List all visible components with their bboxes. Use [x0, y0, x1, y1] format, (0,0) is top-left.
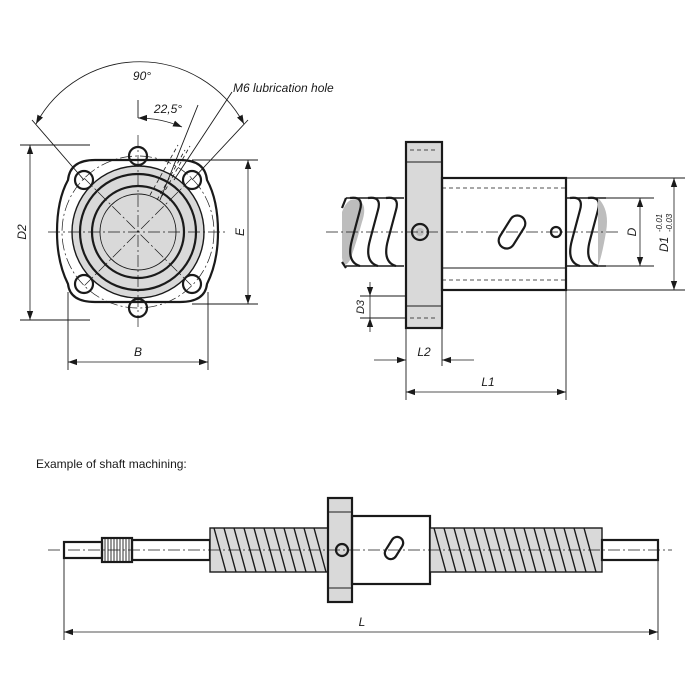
D2-label: D2	[15, 224, 29, 240]
assembly-nut-slot	[383, 535, 405, 561]
front-view: 90° 22,5° M6 lubrication hole D2 E B	[15, 61, 334, 370]
angle-22-5-label: 22,5°	[153, 102, 182, 116]
lubrication-hole-label: M6 lubrication hole	[233, 81, 334, 95]
nut-slot	[497, 214, 527, 250]
lubrication-hole-hidden	[149, 144, 191, 201]
flange-outline	[55, 158, 220, 304]
nut-body	[440, 176, 568, 292]
angle-90-label: 90°	[133, 69, 151, 83]
shaft-thread-left	[340, 196, 404, 269]
D-label: D	[625, 227, 639, 236]
D1-tol-lower: -0.03	[665, 213, 674, 232]
B-label: B	[134, 345, 142, 359]
E-label: E	[233, 227, 247, 236]
lubrication-leader	[173, 91, 233, 181]
shaft-machining-caption: Example of shaft machining:	[36, 457, 187, 471]
angle-22-5-arc	[137, 114, 183, 128]
L-label: L	[359, 615, 366, 629]
nut-flange	[406, 142, 442, 328]
D3-label: D3	[355, 299, 367, 314]
angle-90-arc	[35, 61, 245, 125]
D1-tol-upper: -0.01	[655, 214, 664, 232]
shaft-assembly: L	[48, 496, 672, 640]
bolt-holes	[73, 145, 203, 319]
D1-label: D1	[657, 237, 671, 252]
L1-label: L1	[481, 375, 494, 389]
side-view: D D1 -0.01 -0.03 D3 L2 L1	[326, 140, 685, 400]
L2-label: L2	[417, 345, 431, 359]
